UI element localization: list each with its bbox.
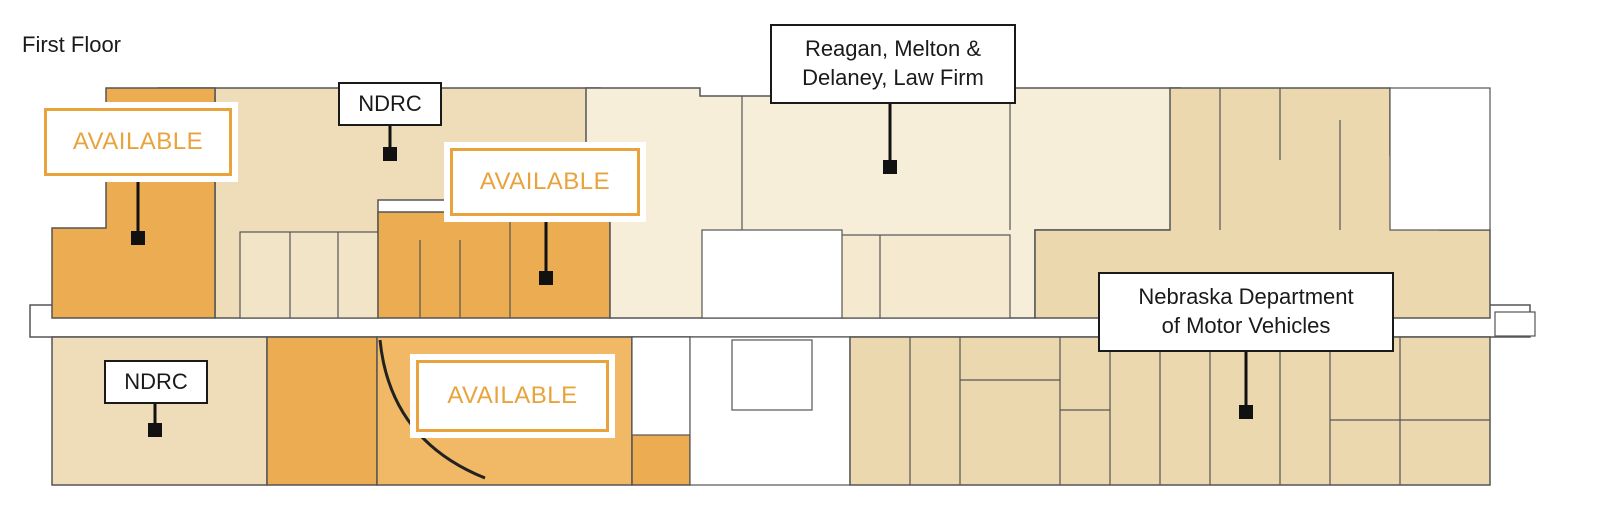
available-label-2: AVAILABLE: [444, 142, 646, 222]
central-core-upper: [701, 229, 843, 319]
available-label-3: AVAILABLE: [410, 354, 615, 438]
available-label-1-box: AVAILABLE: [44, 108, 232, 176]
dmv-upper-right-white: [1389, 87, 1491, 231]
available-label-1: AVAILABLE: [38, 102, 238, 182]
available-label-3-box: AVAILABLE: [416, 360, 609, 432]
law-firm-label-line1: Reagan, Melton &: [804, 36, 982, 62]
available-label-2-box: AVAILABLE: [450, 148, 640, 216]
space-available-3-a: [266, 336, 378, 486]
space-available-2: [377, 211, 611, 319]
dmv-label: Nebraska Department of Motor Vehicles: [1098, 272, 1394, 352]
space-dmv-lower: [849, 336, 1491, 486]
entry-stairs: [1494, 311, 1536, 337]
lobby-desk: [731, 339, 813, 411]
partition-lines: [289, 88, 1490, 485]
restrooms-lower: [631, 336, 691, 436]
space-ndrc-upper-rooms: [239, 231, 379, 319]
dmv-label-line1: Nebraska Department: [1138, 284, 1354, 310]
location-markers: [131, 147, 1253, 437]
ndrc-label-2: NDRC: [104, 360, 208, 404]
dmv-label-line2: of Motor Vehicles: [1161, 313, 1331, 338]
page-title: First Floor: [22, 32, 121, 57]
ndrc-label-1: NDRC: [338, 82, 442, 126]
law-firm-rooms: [839, 234, 1011, 319]
law-firm-label: Reagan, Melton & Delaney, Law Firm: [770, 24, 1016, 104]
law-firm-label-line2: Delaney, Law Firm: [802, 65, 984, 90]
